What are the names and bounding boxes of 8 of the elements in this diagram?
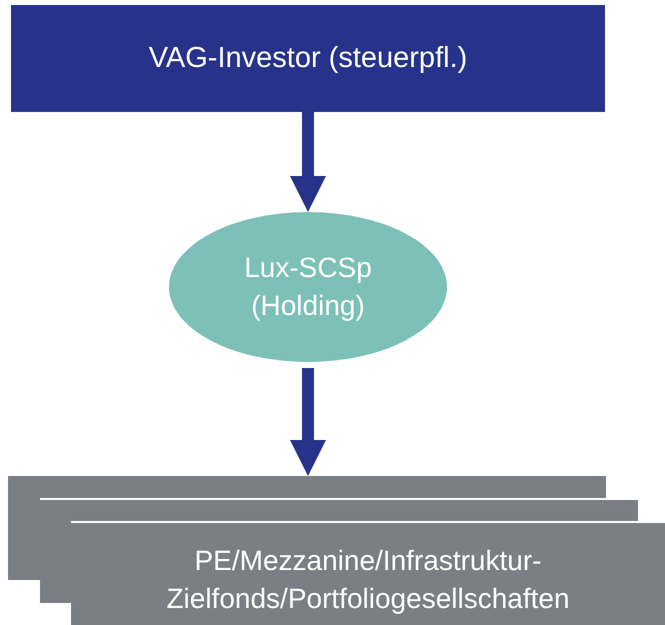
node-label: Lux-SCSp (Holding): [243, 251, 373, 323]
process-box: [11, 5, 605, 112]
stacked-box: [8, 476, 606, 580]
fund-box: [71, 523, 665, 625]
node-label: PE/Mezzanine/Infrastruktur-Zielfonds/Portfoliogesellschaften: [165, 544, 571, 616]
arrow: [290, 368, 326, 476]
node-label: VAG-Investor (steuerpfl.): [148, 40, 468, 76]
arrow: [290, 112, 326, 212]
